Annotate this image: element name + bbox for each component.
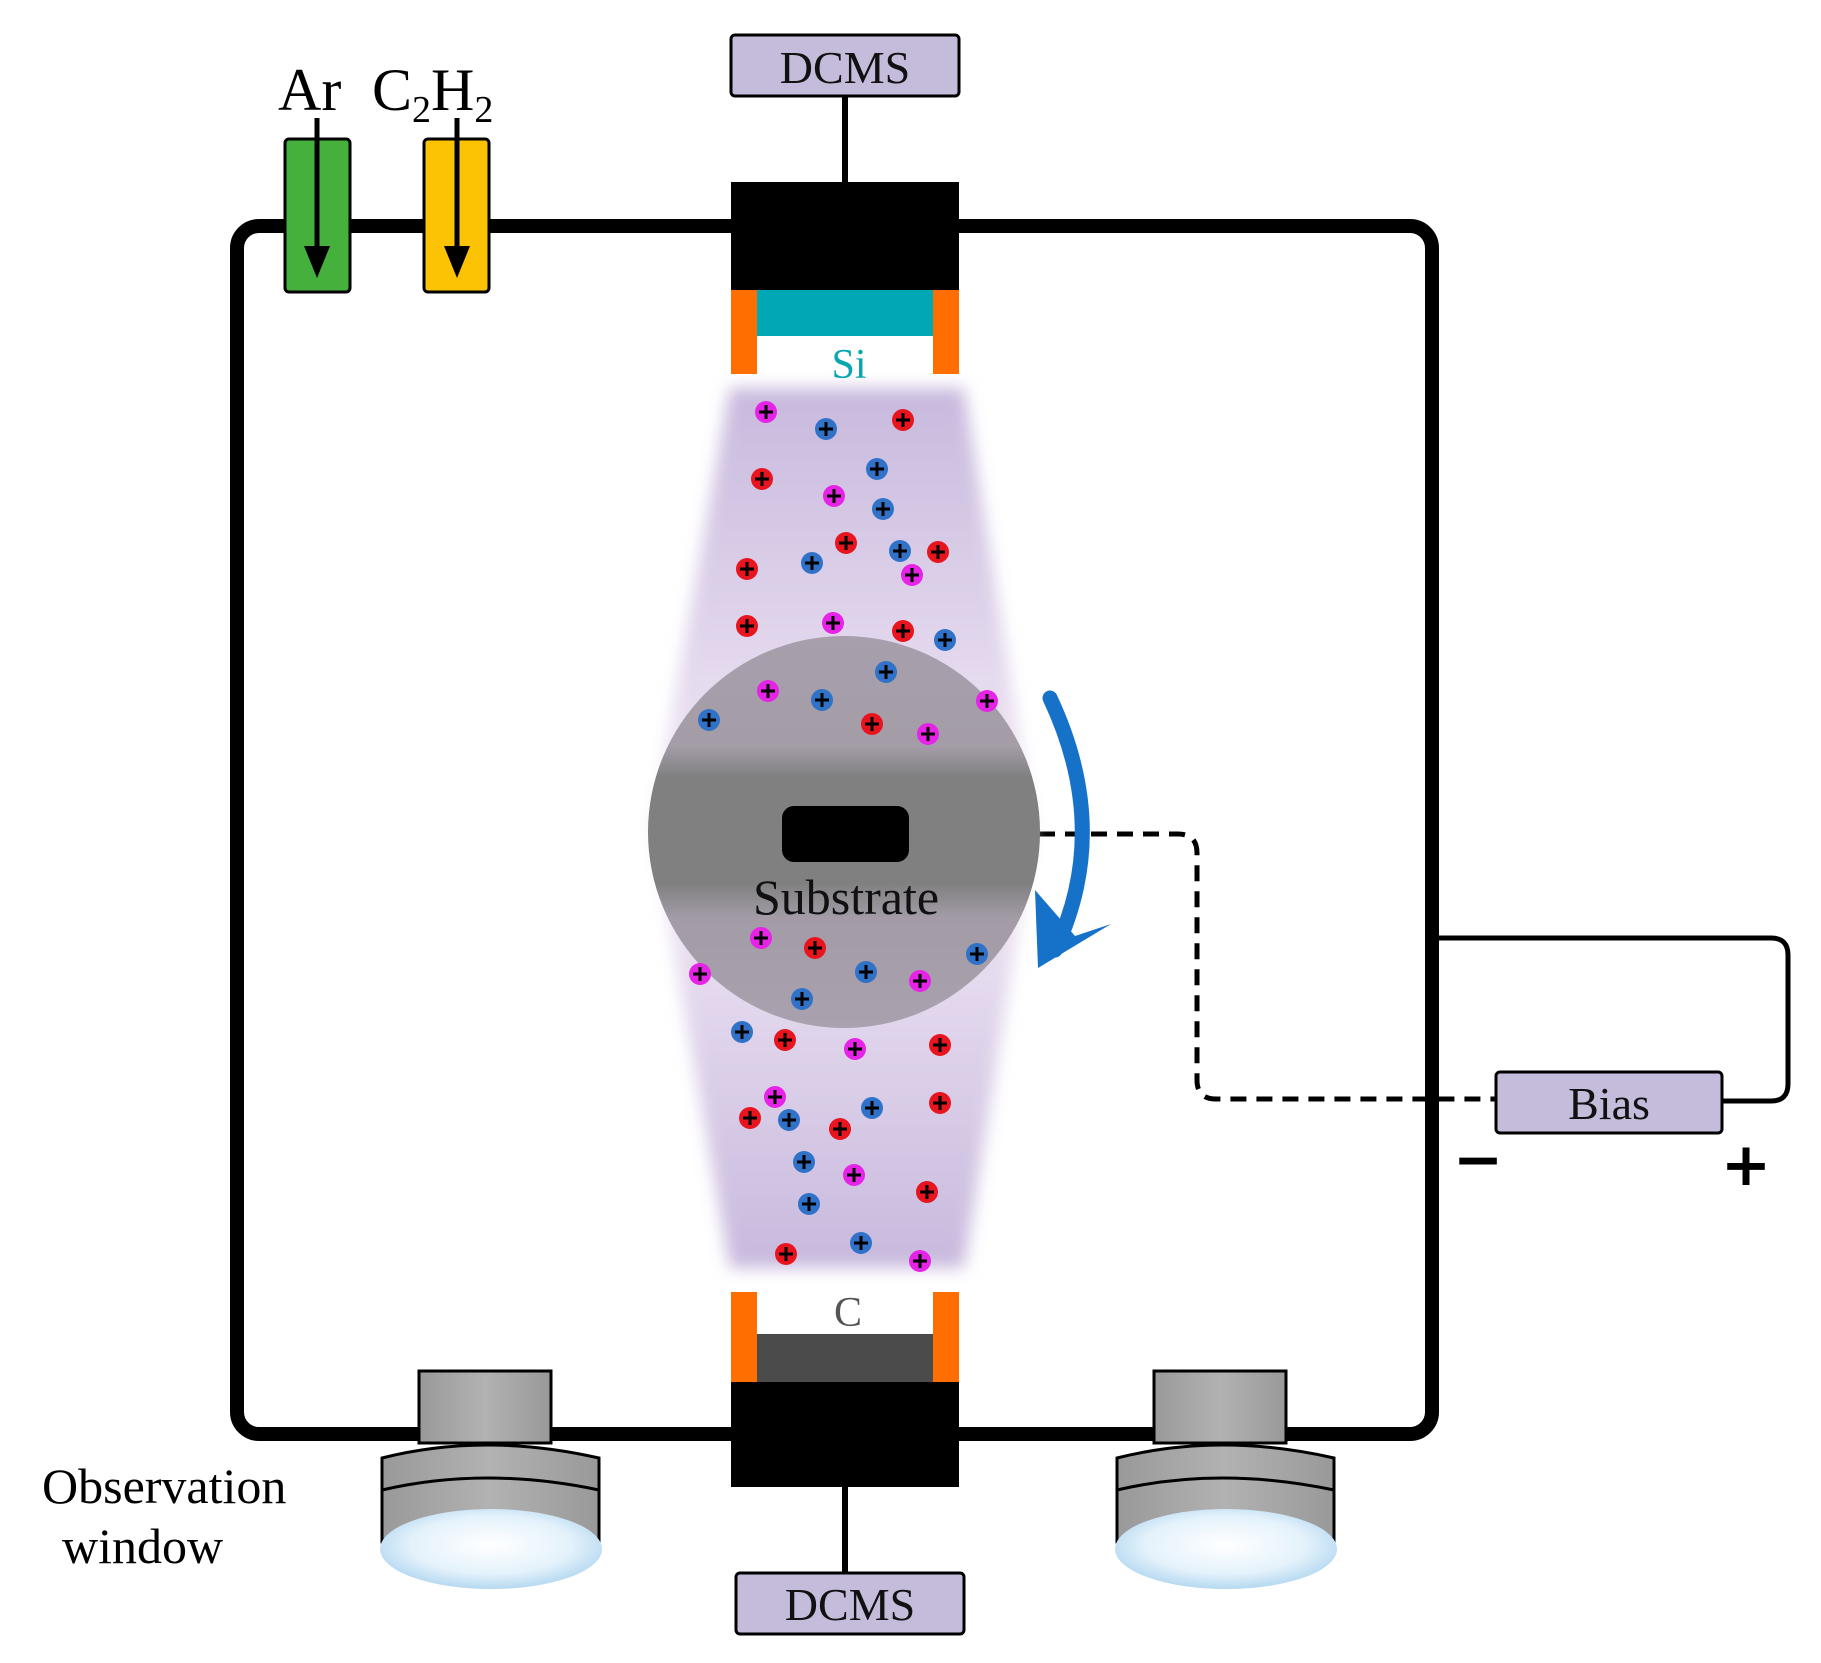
plus-ion-icon bbox=[698, 709, 720, 731]
plus-ion-icon bbox=[872, 498, 894, 520]
plus-ion-icon bbox=[889, 540, 911, 562]
ions bbox=[689, 401, 998, 1272]
plus-ion-icon bbox=[764, 1086, 786, 1108]
plus-ion-icon bbox=[909, 970, 931, 992]
substrate bbox=[782, 806, 909, 862]
bias-plus-sign: + bbox=[1721, 1130, 1771, 1200]
bias-minus-sign: − bbox=[1453, 1125, 1503, 1195]
plus-ion-icon bbox=[927, 541, 949, 563]
plus-ion-icon bbox=[823, 485, 845, 507]
plus-ion-icon bbox=[801, 552, 823, 574]
plus-ion-icon bbox=[909, 1250, 931, 1272]
dcms-bottom-label: DCMS bbox=[785, 1579, 915, 1630]
plus-ion-icon bbox=[815, 418, 837, 440]
c-target bbox=[757, 1334, 933, 1382]
bias-dashed-wire bbox=[909, 831, 1496, 1102]
plus-ion-icon bbox=[755, 401, 777, 423]
bottom-magnetron: C bbox=[731, 1290, 959, 1573]
window-glass-left bbox=[380, 1509, 602, 1589]
plus-ion-icon bbox=[751, 468, 773, 490]
dcms-top-box: DCMS bbox=[729, 33, 961, 98]
c2h2-sub1: 2 bbox=[412, 89, 431, 131]
c-target-label: C bbox=[834, 1290, 862, 1336]
top-clamp-left bbox=[731, 290, 757, 374]
dcms-bottom-box: DCMS bbox=[734, 1571, 966, 1636]
plus-ion-icon bbox=[934, 629, 956, 651]
plus-ion-icon bbox=[736, 615, 758, 637]
si-target-label: Si bbox=[831, 342, 866, 388]
top-magnetron: Si bbox=[731, 96, 959, 388]
plus-ion-icon bbox=[750, 927, 772, 949]
c2h2-h: H bbox=[431, 57, 474, 123]
si-target bbox=[757, 290, 933, 336]
plus-ion-icon bbox=[736, 558, 758, 580]
plus-ion-icon bbox=[929, 1092, 951, 1114]
plus-ion-icon bbox=[843, 1164, 865, 1186]
plus-ion-icon bbox=[775, 1243, 797, 1265]
plus-ion-icon bbox=[866, 458, 888, 480]
plus-ion-icon bbox=[731, 1021, 753, 1043]
c2h2-c: C bbox=[372, 57, 412, 123]
plus-ion-icon bbox=[822, 612, 844, 634]
c2h2-flow-arrow-icon bbox=[444, 246, 470, 278]
plus-ion-icon bbox=[892, 620, 914, 642]
plus-ion-icon bbox=[966, 943, 988, 965]
plus-ion-icon bbox=[855, 961, 877, 983]
dcms-top-label: DCMS bbox=[780, 42, 910, 93]
substrate-label: Substrate bbox=[753, 869, 939, 925]
top-clamp-right bbox=[933, 290, 959, 374]
plus-ion-icon bbox=[844, 1038, 866, 1060]
ar-label: Ar bbox=[278, 57, 341, 123]
plus-ion-icon bbox=[804, 937, 826, 959]
plus-ion-icon bbox=[798, 1193, 820, 1215]
plus-ion-icon bbox=[901, 564, 923, 586]
bias-circuit bbox=[909, 831, 1791, 1104]
plus-ion-icon bbox=[861, 713, 883, 735]
plus-ion-icon bbox=[929, 1034, 951, 1056]
bottom-clamp-left bbox=[731, 1292, 757, 1382]
plus-ion-icon bbox=[689, 963, 711, 985]
plus-ion-icon bbox=[793, 1151, 815, 1173]
plus-ion-icon bbox=[917, 723, 939, 745]
plus-ion-icon bbox=[835, 532, 857, 554]
observation-window-left bbox=[380, 1369, 602, 1589]
plus-ion-icon bbox=[850, 1232, 872, 1254]
plus-ion-icon bbox=[757, 680, 779, 702]
plus-ion-icon bbox=[811, 689, 833, 711]
bias-label: Bias bbox=[1568, 1078, 1650, 1129]
window-glass-right bbox=[1115, 1509, 1337, 1589]
ar-gas-inlet bbox=[283, 118, 352, 294]
plus-ion-icon bbox=[875, 661, 897, 683]
plus-ion-icon bbox=[976, 690, 998, 712]
bottom-clamp-right bbox=[933, 1292, 959, 1382]
plus-ion-icon bbox=[778, 1109, 800, 1131]
observation-window-right bbox=[1115, 1369, 1337, 1589]
c2h2-label: C2H2 bbox=[372, 57, 493, 131]
plus-ion-icon bbox=[791, 988, 813, 1010]
bottom-cathode-block bbox=[731, 1382, 959, 1487]
rotation-arrow-icon bbox=[1035, 690, 1111, 968]
observation-window-label-line2: window bbox=[62, 1518, 223, 1574]
top-cathode-block bbox=[731, 182, 959, 290]
plus-ion-icon bbox=[774, 1029, 796, 1051]
c2h2-sub2: 2 bbox=[474, 89, 493, 131]
ar-flow-arrow-icon bbox=[304, 246, 330, 278]
plus-ion-icon bbox=[892, 409, 914, 431]
observation-window-label-line1: Observation bbox=[42, 1458, 286, 1514]
plus-ion-icon bbox=[739, 1107, 761, 1129]
plus-ion-icon bbox=[861, 1097, 883, 1119]
plus-ion-icon bbox=[829, 1118, 851, 1140]
bias-return-wire bbox=[1432, 935, 1791, 1104]
plus-ion-icon bbox=[916, 1181, 938, 1203]
bias-box: Bias bbox=[1494, 1070, 1724, 1135]
c2h2-gas-inlet bbox=[422, 118, 491, 294]
